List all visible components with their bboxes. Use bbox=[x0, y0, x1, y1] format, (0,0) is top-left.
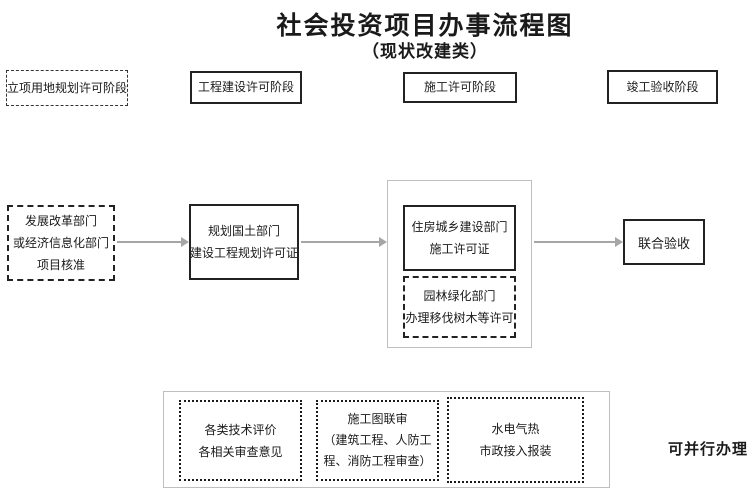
tech-evaluation-box: 各类技术评价 各相关审查意见 bbox=[179, 400, 302, 481]
box-line: 规划国土部门 bbox=[207, 224, 280, 238]
housing-construction-permit-box: 住房城乡建设部门 施工许可证 bbox=[403, 205, 516, 271]
box-line: 各类技术评价 bbox=[204, 422, 277, 437]
box-line: （建筑工程、人防工 bbox=[323, 433, 432, 447]
construction-permit-group: 住房城乡建设部门 施工许可证 园林绿化部门 办理移伐树木等许可 bbox=[387, 180, 532, 348]
parallel-note: 可并行办理 bbox=[668, 440, 749, 458]
flow-arrow-1 bbox=[117, 237, 189, 247]
parallel-tasks-group: 各类技术评价 各相关审查意见 施工图联审 （建筑工程、人防工 程、消防工程审查）… bbox=[163, 391, 610, 488]
box-line: 办理移伐树木等许可 bbox=[405, 311, 514, 325]
stage-box-approval-land-planning: 立项用地规划许可阶段 bbox=[6, 70, 128, 106]
box-line: 项目核准 bbox=[36, 258, 85, 272]
utilities-connection-box: 水电气热 市政接入报装 bbox=[447, 397, 584, 483]
joint-acceptance-box: 联合验收 bbox=[623, 219, 705, 265]
drawing-joint-review-box: 施工图联审 （建筑工程、人防工 程、消防工程审查） bbox=[316, 400, 439, 481]
stage-box-construction-permit: 施工许可阶段 bbox=[403, 72, 517, 103]
box-line: 施工许可证 bbox=[429, 242, 490, 256]
stage-box-completion-acceptance: 竣工验收阶段 bbox=[607, 70, 718, 104]
flow-arrow-2 bbox=[301, 237, 387, 247]
box-line: 施工图联审 bbox=[347, 412, 408, 426]
box-line: 发展改革部门 bbox=[24, 214, 97, 228]
box-line: 园林绿化部门 bbox=[423, 289, 496, 303]
page-subtitle: （现状改建类） bbox=[362, 42, 488, 62]
dev-reform-approval-box: 发展改革部门 或经济信息化部门 项目核准 bbox=[7, 205, 115, 281]
box-line: 水电气热 bbox=[491, 422, 540, 436]
box-line: 市政接入报装 bbox=[479, 444, 552, 458]
page-title: 社会投资项目办事流程图 bbox=[276, 11, 574, 40]
planning-land-permit-box: 规划国土部门 建设工程规划许可证 bbox=[189, 204, 299, 280]
landscaping-permit-box: 园林绿化部门 办理移伐树木等许可 bbox=[403, 276, 516, 338]
box-line: 程、消防工程审查） bbox=[323, 454, 432, 468]
stage-box-engineering-construction: 工程建设许可阶段 bbox=[190, 71, 302, 104]
box-line: 建设工程规划许可证 bbox=[190, 246, 299, 260]
box-line: 各相关审查意见 bbox=[198, 444, 283, 459]
box-line: 或经济信息化部门 bbox=[12, 236, 109, 250]
box-line: 住房城乡建设部门 bbox=[411, 220, 508, 234]
flow-arrow-3 bbox=[534, 237, 623, 247]
